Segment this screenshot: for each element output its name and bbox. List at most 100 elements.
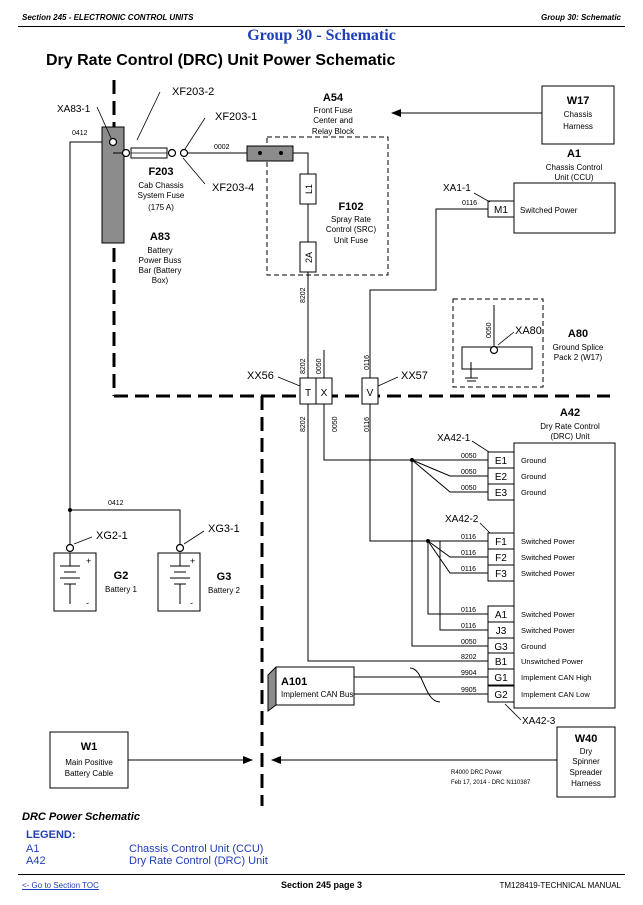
- g3-battery: [157, 552, 201, 612]
- a42-pin-desc: Ground: [521, 456, 546, 465]
- f102-desc-3: Unit Fuse: [334, 236, 369, 245]
- wire-label-0116-m1: 0116: [462, 200, 477, 207]
- a42-desc-1: Dry Rate Control: [540, 422, 600, 431]
- a101-label: A101: [281, 676, 307, 688]
- wire-label-0116-xx57-top: 0116: [364, 355, 371, 370]
- wire-label-8202-fuse: 8202: [300, 287, 307, 303]
- f203-label: F203: [148, 166, 173, 178]
- w17-harness-box: [541, 85, 615, 145]
- header-section: Section 245 - ELECTRONIC CONTROL UNITS: [22, 13, 194, 22]
- a1-pin-m1-desc: Switched Power: [520, 206, 578, 215]
- wire-0050-grounds: [323, 404, 488, 461]
- a42-pin-desc: Ground: [521, 472, 546, 481]
- xx56-label: XX56: [247, 370, 274, 382]
- xx57-pin-v: V: [367, 388, 374, 399]
- w1-label: W1: [81, 741, 98, 753]
- power-fanout: [427, 540, 488, 631]
- a42-pin-wire-label: 8202: [461, 654, 477, 661]
- a42-pin-label: B1: [495, 657, 508, 668]
- g3-plus: +: [190, 556, 195, 566]
- g2-plus: +: [86, 556, 91, 566]
- xf203-4-terminal: [179, 148, 189, 158]
- a42-pin-desc: Implement CAN High: [521, 673, 591, 682]
- a42-pin-label: G2: [494, 690, 508, 701]
- a83-buss-bar: [101, 126, 125, 244]
- a42-pin-wire-label: 0116: [461, 623, 476, 630]
- a42-pin-label: G1: [494, 673, 508, 684]
- a54-desc-2: Center and: [313, 116, 353, 125]
- page-header: Section 245 - ELECTRONIC CONTROL UNITS G…: [18, 10, 625, 27]
- a42-pin-label: A1: [495, 610, 508, 621]
- a80-splice-inner: [461, 346, 533, 370]
- xf203-2-label: XF203-2: [172, 86, 214, 98]
- wire-label-0116-xx57-bottom: 0116: [364, 417, 371, 432]
- g2-battery-symbol: [60, 553, 80, 604]
- group-title: Group 30 - Schematic: [247, 27, 396, 44]
- a42-pin-wire-label: 0050: [461, 639, 477, 646]
- a42-desc-2: (DRC) Unit: [550, 432, 590, 441]
- a42-pin-wire-label: 0050: [461, 453, 477, 460]
- a42-pin-desc: Switched Power: [521, 569, 575, 578]
- w40-label: W40: [575, 733, 598, 745]
- xx56-pin-x: X: [321, 388, 328, 399]
- legend-code: A42: [26, 855, 46, 867]
- a1-pin-m1-label: M1: [494, 205, 508, 216]
- wire-label-0412-bottom: 0412: [108, 500, 124, 507]
- g2-battery: [53, 552, 97, 612]
- a54-desc-1: Front Fuse: [314, 106, 353, 115]
- a42-pin-box: [487, 564, 515, 582]
- xg2-1-terminal: [65, 543, 75, 553]
- xf203-2-terminal: [121, 148, 131, 158]
- f203-desc-3: (175 A): [148, 203, 174, 212]
- g3-desc: Battery 2: [208, 586, 241, 595]
- a42-pin-label: F2: [495, 553, 507, 564]
- ground-fanout: [411, 459, 488, 647]
- w17-desc-1: Chassis: [564, 110, 592, 119]
- a42-pin-label: F3: [495, 569, 507, 580]
- a1-label: A1: [567, 148, 581, 160]
- a80-desc-1: Ground Splice: [553, 343, 604, 352]
- xa1-1-label: XA1-1: [443, 183, 471, 194]
- wire-0116-ccu: [369, 208, 488, 378]
- go-to-section-toc-link[interactable]: <- Go to Section TOC: [22, 881, 99, 890]
- page-footer: <- Go to Section TOC Section 245 page 3 …: [18, 874, 625, 893]
- g2-label: G2: [114, 570, 129, 582]
- legend-code: A1: [26, 843, 40, 855]
- xx56-pin-t: T: [305, 388, 311, 399]
- w17-label: W17: [567, 95, 590, 107]
- a42-label: A42: [560, 407, 580, 419]
- wire-0116-power: [369, 404, 488, 542]
- a42-pin-desc: Implement CAN Low: [521, 690, 590, 699]
- footer-page-number: Section 245 page 3: [280, 880, 363, 890]
- xa42-1-label: XA42-1: [437, 433, 471, 444]
- wire-label-8202-xx56-top: 8202: [300, 358, 307, 374]
- f102-l1-label: L1: [304, 184, 314, 194]
- can-twisted-pair: [409, 667, 441, 703]
- a42-pin-wire-label: 9905: [461, 687, 477, 694]
- xf203-4-label: XF203-4: [212, 182, 254, 194]
- a42-pin-desc: Switched Power: [521, 610, 575, 619]
- a42-pin-wire-label: 0116: [461, 534, 476, 541]
- diagram-caption: DRC Power Schematic: [22, 811, 140, 823]
- f203-desc-1: Cab Chassis: [138, 181, 183, 190]
- xg3-1-terminal: [175, 543, 185, 553]
- a80-splice-box: [452, 298, 544, 388]
- g2-minus: -: [86, 598, 89, 608]
- a42-pin-desc: Ground: [521, 488, 546, 497]
- a83-desc-4: Box): [152, 276, 169, 285]
- a83-desc-2: Power Buss: [139, 256, 182, 265]
- xg3-1-label: XG3-1: [208, 523, 240, 535]
- wire-8202-b1: [307, 404, 488, 662]
- diagram-title: Dry Rate Control (DRC) Unit Power Schema…: [46, 52, 396, 69]
- wire-label-0050-xx56-bottom: 0050: [332, 416, 339, 432]
- f102-2a-label: 2A: [304, 252, 314, 263]
- drawing-note-1: R4000 DRC Power: [451, 770, 502, 776]
- a42-pin-label: F1: [495, 537, 507, 548]
- a1-desc-2: Unit (CCU): [554, 173, 593, 182]
- xg2-1-label: XG2-1: [96, 530, 128, 542]
- a83-label: A83: [150, 231, 170, 243]
- xa83-1-terminal: [108, 137, 118, 147]
